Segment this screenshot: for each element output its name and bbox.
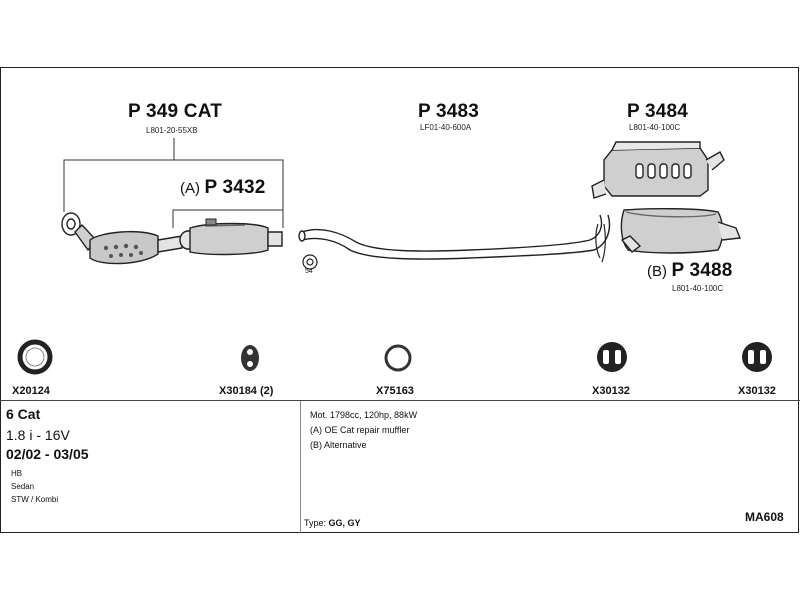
vehicle-model: 6 Cat [6,406,41,422]
part-number-p3488: P 3488 [671,260,733,281]
rubber-hanger-icon [597,342,627,372]
rubber-hanger-icon [241,345,259,371]
note-b: (B) Alternative [310,440,367,450]
clamp-label: 54 [305,268,313,275]
part-code-p3483: LF01-40-600A [420,123,472,132]
rubber-hanger-icon [742,342,772,372]
alternative-rear-muffler [620,207,741,254]
part-code-p3484: L801-40-100C [629,123,681,132]
divider-vertical [300,401,301,533]
catalytic-converter [61,212,183,265]
hardware-code-x30132-a: X30132 [592,385,630,397]
part-number-p3483: P 3483 [418,101,480,122]
part-prefix-p3488: (B) [647,263,667,280]
part-code-p349: L801-20-55XB [146,126,198,135]
part-label-p3432: (A) P 3432 [180,177,266,199]
vehicle-engine: 1.8 i - 16V [6,427,70,443]
ring-icon [384,344,412,372]
diagram-code: MA608 [745,510,784,524]
divider-horizontal [0,400,800,401]
vehicle-body-hb: HB [11,469,23,478]
middle-pipe [298,214,611,263]
hardware-code-x75163: X75163 [376,385,414,397]
part-number-p3432: P 3432 [204,177,266,198]
vehicle-body-sedan: Sedan [11,482,35,491]
part-number-p349: P 349 CAT [128,101,223,122]
hardware-code-x20124: X20124 [12,385,50,397]
note-motor: Mot. 1798cc, 120hp, 88kW [310,410,418,420]
note-a: (A) OE Cat repair muffler [310,425,410,435]
pipe-clamp [302,254,318,270]
part-prefix-p3432: (A) [180,180,200,197]
diagram-frame [0,67,799,533]
hardware-code-x30132-b: X30132 [738,385,776,397]
ring-icon [17,339,53,375]
rear-muffler [591,141,725,199]
type-value: GG, GY [328,518,361,528]
part-label-p3488: (B) P 3488 [647,260,733,282]
type-line: Type: GG, GY [304,518,361,528]
part-code-p3488: L801-40-100C [672,284,724,293]
hardware-code-x30184: X30184 (2) [219,385,274,397]
part-number-p3484: P 3484 [627,101,689,122]
vehicle-years: 02/02 - 03/05 [6,446,89,462]
vehicle-body-stw: STW / Kombi [11,495,59,504]
center-muffler-a [179,218,283,256]
callout-brackets [63,138,284,228]
hardware-icons [17,339,772,375]
type-label: Type: [304,518,327,528]
